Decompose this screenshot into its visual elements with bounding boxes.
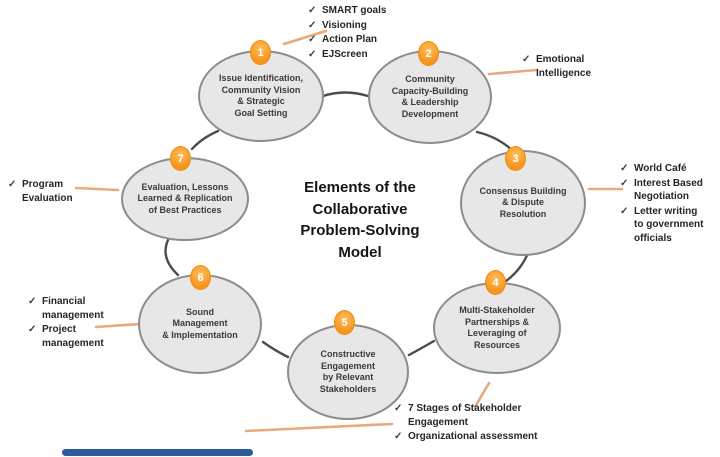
- annotation-item: ✓ Program Evaluation: [8, 178, 73, 205]
- annotation-text: Action Plan: [322, 34, 378, 45]
- node-5-badge: 5: [334, 310, 355, 335]
- annotation-text: Visioning: [322, 19, 367, 31]
- check-icon: ✓: [394, 403, 403, 414]
- node-3-label: Consensus Building & Dispute Resolution: [479, 185, 567, 219]
- connector-4-5: [407, 339, 436, 357]
- node-ellipse-5: Constructive Engagement by Relevant Stak…: [287, 324, 409, 420]
- node-1-badge: 1: [250, 40, 271, 65]
- node-2-label: Community Capacity-Building & Leadership…: [391, 74, 469, 119]
- annotation-item: ✓ Financial management: [28, 295, 104, 322]
- annotation-group-node6: ✓ Financial management ✓ Project managem…: [28, 295, 104, 351]
- node-ellipse-4: Multi-Stakeholder Partnerships & Leverag…: [433, 282, 561, 374]
- node-1-label: Issue Identification, Community Vision &…: [218, 73, 303, 118]
- annotation-item: ✓ 7 Stages of Stakeholder Engagement: [394, 402, 538, 429]
- annotation-group-node7: ✓ Program Evaluation: [8, 178, 73, 206]
- node-3-badge: 3: [505, 146, 526, 171]
- annotation-item: ✓ Organizational assessment: [394, 430, 538, 444]
- annotation-text: Letter writing to government officials: [634, 205, 704, 244]
- connector-5-6: [261, 340, 290, 359]
- annotation-item: ✓ Action Plan: [308, 33, 386, 47]
- node-ellipse-1: Issue Identification, Community Vision &…: [198, 50, 324, 142]
- node-7-label: Evaluation, Lessons Learned & Replicatio…: [137, 181, 233, 215]
- connector-3-4: [504, 251, 530, 283]
- node-6-label: Sound Management & Implementation: [162, 306, 238, 340]
- connector-7-1: [190, 129, 220, 151]
- node-7-badge: 7: [170, 146, 191, 171]
- annotation-item: ✓ SMART goals: [308, 4, 386, 18]
- annotation-text: Financial management: [42, 296, 104, 321]
- annotation-text: Project management: [42, 324, 104, 349]
- annotation-text: Program Evaluation: [22, 179, 73, 204]
- leader-line-node2: [487, 68, 538, 76]
- node-ellipse-7: Evaluation, Lessons Learned & Replicatio…: [121, 157, 249, 241]
- leader-line-node6: [94, 322, 142, 329]
- check-icon: ✓: [620, 177, 629, 189]
- annotation-text: World Café: [634, 163, 687, 174]
- check-icon: ✓: [28, 296, 37, 307]
- connector-6-7: [164, 238, 180, 277]
- annotation-item: ✓ EJScreen: [308, 48, 386, 62]
- annotation-group-node1: ✓ SMART goals ✓ Visioning ✓ Action Plan …: [308, 4, 386, 62]
- leader-line-node4-left: [244, 422, 394, 433]
- node-2-badge: 2: [418, 41, 439, 66]
- check-icon: ✓: [522, 54, 531, 65]
- annotation-item: ✓ Project management: [28, 323, 104, 350]
- node-4-label: Multi-Stakeholder Partnerships & Leverag…: [459, 305, 535, 350]
- check-icon: ✓: [308, 34, 317, 45]
- node-6-badge: 6: [190, 265, 211, 290]
- annotation-group-node4: ✓ 7 Stages of Stakeholder Engagement ✓ O…: [394, 402, 538, 445]
- annotation-text: EJScreen: [322, 48, 368, 60]
- node-ellipse-6: Sound Management & Implementation: [138, 274, 262, 374]
- leader-line-node1: [282, 29, 328, 46]
- annotation-text: 7 Stages of Stakeholder Engagement: [408, 403, 522, 428]
- check-icon: ✓: [8, 179, 17, 190]
- check-icon: ✓: [394, 431, 403, 442]
- check-icon: ✓: [28, 324, 37, 335]
- annotation-text: Organizational assessment: [408, 431, 538, 442]
- annotation-text: SMART goals: [322, 5, 387, 16]
- annotation-item: ✓ Interest Based Negotiation: [620, 177, 703, 204]
- annotation-item: ✓ Emotional Intelligence: [522, 53, 591, 80]
- annotation-item: ✓ Letter writing to government officials: [620, 205, 703, 246]
- check-icon: ✓: [308, 5, 317, 16]
- check-icon: ✓: [308, 48, 317, 60]
- node-4-badge: 4: [485, 270, 506, 295]
- node-5-label: Constructive Engagement by Relevant Stak…: [319, 349, 377, 394]
- diagram-title: Elements of the Collaborative Problem-So…: [300, 179, 420, 261]
- node-ellipse-2: Community Capacity-Building & Leadership…: [368, 50, 492, 144]
- annotation-item: ✓ World Café: [620, 162, 703, 176]
- leader-line-node4: [473, 381, 491, 409]
- annotation-group-node2: ✓ Emotional Intelligence: [522, 53, 591, 81]
- annotation-text: Emotional Intelligence: [536, 54, 592, 79]
- bottom-blue-bar: [62, 449, 253, 456]
- check-icon: ✓: [620, 205, 629, 217]
- connector-1-2: [321, 91, 370, 98]
- annotation-text: Interest Based Negotiation: [634, 177, 703, 203]
- check-icon: ✓: [308, 19, 317, 31]
- annotation-item: ✓ Visioning: [308, 19, 386, 33]
- leader-line-node7: [74, 186, 120, 192]
- check-icon: ✓: [620, 163, 629, 174]
- annotation-group-node3: ✓ World Café ✓ Interest Based Negotiatio…: [620, 162, 703, 246]
